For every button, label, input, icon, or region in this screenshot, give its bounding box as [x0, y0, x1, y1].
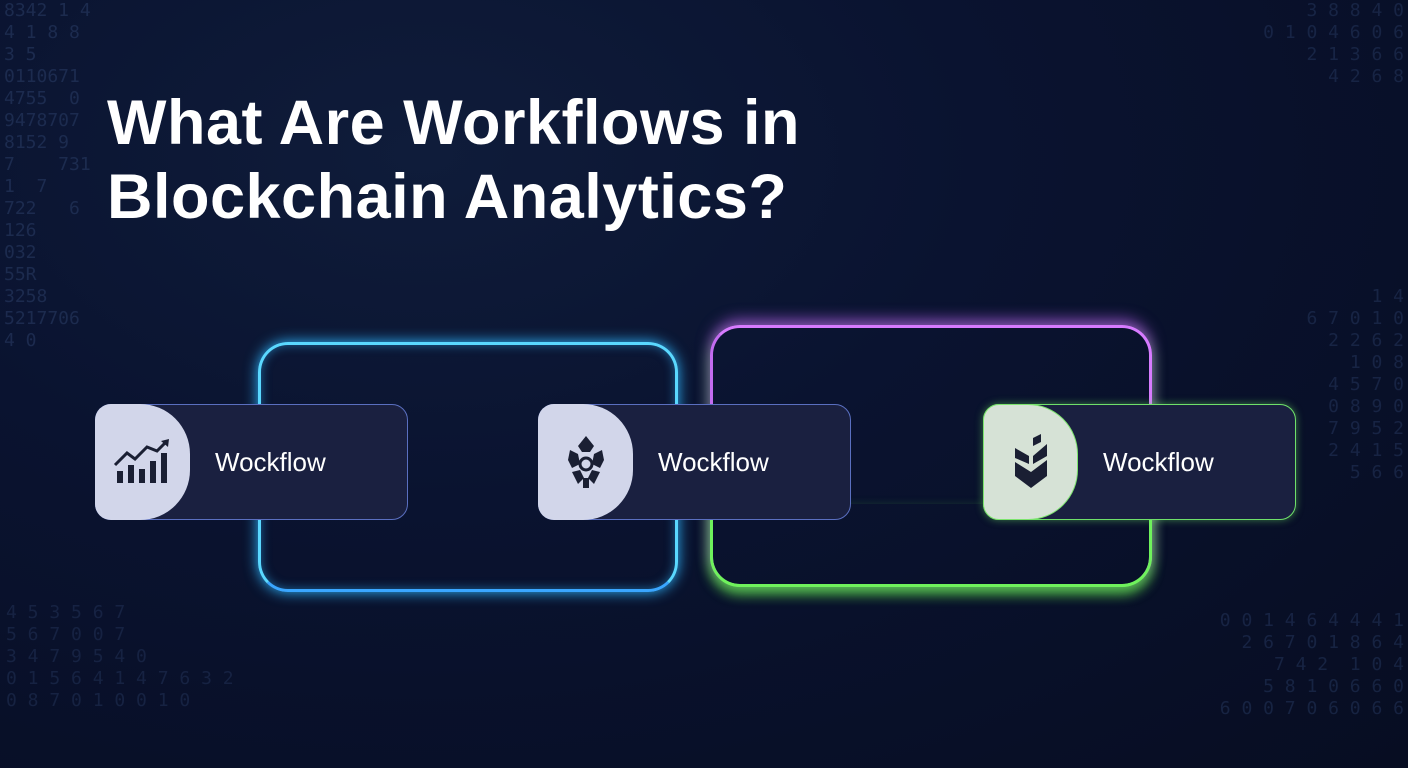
workflow-node-label: Wockflow: [658, 447, 769, 477]
workflow-node-label: Wockflow: [1103, 447, 1214, 477]
background-digits: 0 0 1 4 6 4 4 4 1 2 6 7 0 1 8 6 4 7 4 2 …: [1219, 610, 1404, 719]
page-title: What Are Workflows in Blockchain Analyti…: [107, 86, 800, 234]
workflow-node-label: Wockflow: [215, 447, 326, 477]
workflow-node-1[interactable]: Wockflow: [95, 404, 408, 520]
workflow-node-2[interactable]: Wockflow: [538, 404, 851, 520]
title-line-1: What Are Workflows in: [107, 88, 801, 158]
workflow-node-3[interactable]: Wockflow: [983, 404, 1296, 520]
title-line-2: Blockchain Analytics?: [107, 162, 788, 232]
background-digits: 8342 1 4 4 1 8 8 3 5 0110671 4755 0 9478…: [4, 0, 91, 351]
background-digits: 4 5 3 5 6 7 5 6 7 0 0 7 3 4 7 9 5 4 0 0 …: [6, 602, 234, 711]
network-hub-icon: [538, 404, 633, 520]
shield-blocks-icon: [983, 404, 1078, 520]
chart-growth-icon: [95, 404, 190, 520]
background-digits: 3 8 8 4 0 0 1 0 4 6 0 6 2 1 3 6 6 4 2 6 …: [1263, 0, 1404, 483]
